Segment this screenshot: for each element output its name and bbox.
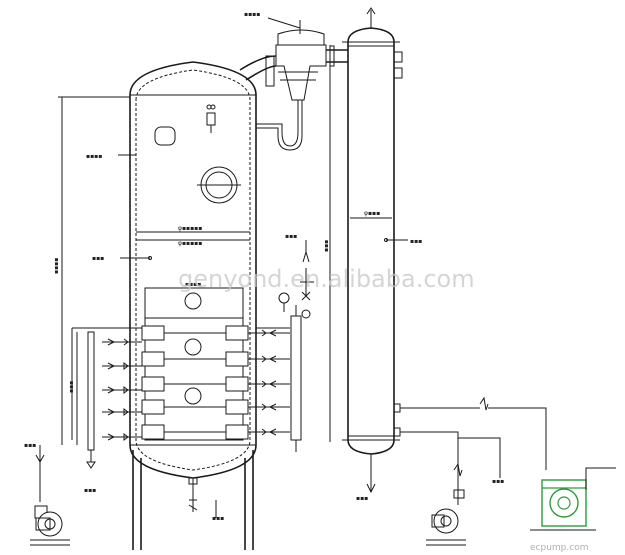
pump-note: ▪▪▪: [492, 478, 504, 485]
top-vent-label: ▪▪▪▪: [244, 11, 260, 18]
inner-dia-label: φ▪▪▪▪▪: [178, 225, 202, 232]
inner-dim-label: ▪▪▪▪: [185, 281, 201, 288]
left-outlets: ▪▪▪▪ ▪▪▪ ▪▪▪ ▪▪▪: [24, 96, 142, 502]
tube-rows: [141, 325, 249, 440]
middle-pump-icon: ▪▪▪: [426, 437, 504, 546]
feed-label: ▪▪▪: [285, 233, 297, 240]
outlet-left-label: ▪▪▪: [84, 487, 96, 494]
vacuum-pump-icon: [530, 467, 616, 531]
condenser-column: φ▪▪▪ ▪▪▪ ▪▪▪ ▪▪▪: [323, 7, 547, 505]
right-outlets: ▪▪▪: [248, 233, 314, 452]
watermark-small: ecpump.com: [530, 543, 588, 553]
left-dim-label: ▪▪▪: [68, 381, 75, 393]
outer-dia-label: φ▪▪▪▪▪: [178, 240, 202, 247]
inlet-label: ▪▪▪: [24, 442, 36, 449]
column-height-label: ▪▪▪: [323, 240, 330, 252]
height-dim-label: ▪▪▪▪: [53, 258, 60, 274]
column-dia-label: φ▪▪▪: [364, 210, 380, 217]
small-dim-label: ▪▪▪: [212, 515, 224, 522]
main-vessel: φ▪▪▪▪▪ φ▪▪▪▪▪ ▪▪▪▪ ▪▪▪ ▪▪▪▪: [86, 61, 257, 550]
left-tag: ▪▪▪: [92, 255, 104, 262]
outlet-bottom-label: ▪▪▪: [356, 495, 368, 502]
left-nozzle-note: ▪▪▪▪: [86, 153, 102, 160]
watermark: genyond.en.alibaba.com: [178, 265, 475, 293]
column-label: ▪▪▪: [410, 238, 422, 245]
top-gauge-icon: [206, 104, 216, 133]
left-pump-icon: [30, 505, 70, 546]
